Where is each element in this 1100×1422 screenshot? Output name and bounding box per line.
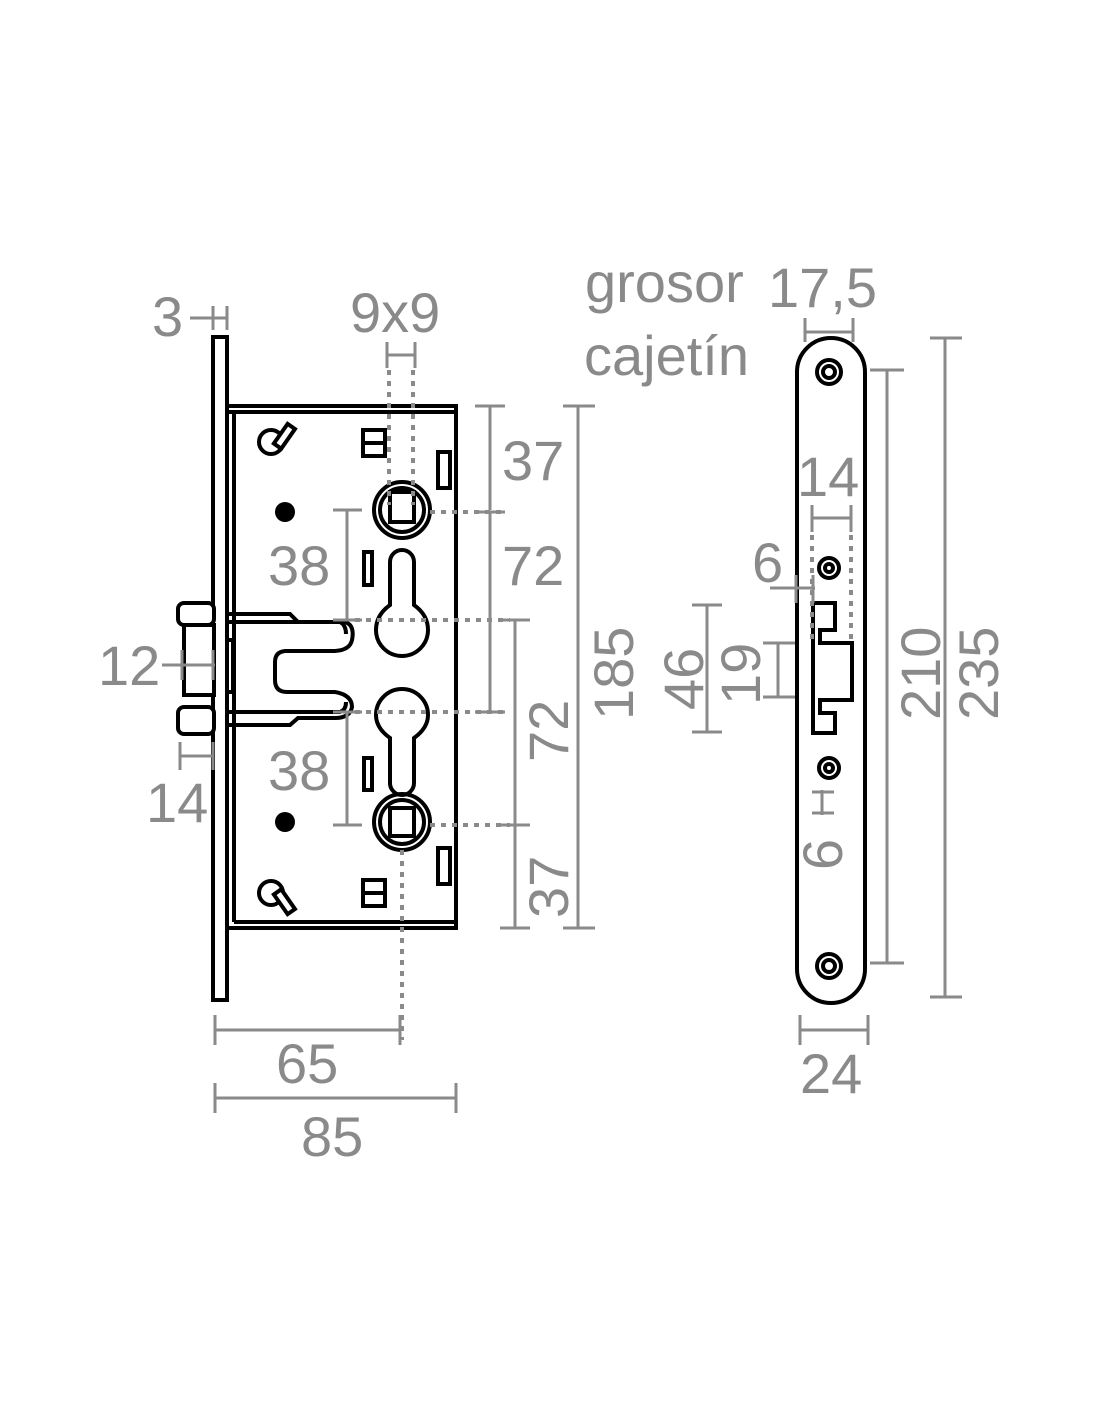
dim-46: 46	[652, 603, 722, 734]
svg-text:235: 235	[947, 627, 1010, 720]
faceplate	[795, 336, 867, 1005]
keyhole-top	[373, 548, 431, 658]
dim-37-bottom: 37	[500, 825, 580, 930]
euro-cylinder-hole	[373, 687, 431, 797]
dim-85: 85	[213, 1083, 458, 1168]
dim-235: 235	[930, 336, 1010, 999]
svg-text:9x9: 9x9	[350, 281, 440, 344]
svg-text:37: 37	[517, 856, 580, 918]
dim-38-lower: 38	[268, 710, 362, 827]
dim-spindle: 9x9	[350, 281, 440, 505]
svg-text:14: 14	[146, 771, 208, 834]
dim-37-top: 37	[475, 404, 564, 510]
dim-185: 185	[563, 404, 645, 930]
lock-case	[225, 404, 458, 930]
dim-6-bottom: 6	[791, 790, 854, 870]
svg-text:37: 37	[502, 429, 564, 492]
svg-text:12: 12	[98, 634, 160, 697]
svg-text:6: 6	[752, 531, 783, 594]
latch-opening	[811, 601, 854, 735]
svg-text:14: 14	[797, 445, 859, 508]
square-mark-top	[361, 428, 387, 458]
cam-top	[257, 421, 298, 456]
dim-14: 14	[797, 445, 859, 532]
dim-72-upper: 72	[475, 510, 564, 714]
svg-text:19: 19	[709, 643, 772, 705]
dim-24: 24	[798, 1015, 870, 1105]
svg-text:17,5: 17,5	[768, 256, 877, 319]
dim-6-top: 6	[752, 531, 815, 603]
lock-body-view: 3 9x9 37 72 185 72 37	[98, 281, 645, 1168]
svg-text:185: 185	[582, 627, 645, 720]
screw-hole-upper	[817, 556, 841, 580]
screw-hole-top	[815, 358, 843, 386]
square-mark-bottom	[361, 878, 387, 908]
cam-bottom	[257, 879, 298, 917]
dim-latch-12: 12	[98, 634, 215, 697]
latch-bolt	[176, 601, 355, 736]
dim-19: 19	[709, 641, 795, 705]
svg-text:65: 65	[276, 1032, 338, 1095]
svg-text:46: 46	[652, 648, 715, 710]
screw-hole-bottom	[815, 952, 843, 980]
dim-38-upper: 38	[268, 508, 362, 622]
svg-text:6: 6	[791, 839, 854, 870]
dim-65: 65	[213, 1015, 402, 1095]
spindle-bottom	[372, 792, 432, 852]
svg-text:38: 38	[268, 739, 330, 802]
svg-text:210: 210	[889, 627, 952, 720]
svg-text:grosor: grosor	[585, 251, 744, 314]
dim-latch-14: 14	[146, 742, 215, 834]
dim-17-5: 17,5	[768, 256, 877, 342]
svg-text:72: 72	[502, 534, 564, 597]
svg-text:cajetín: cajetín	[584, 324, 749, 387]
svg-text:38: 38	[268, 534, 330, 597]
screw-icon	[275, 502, 295, 522]
svg-text:72: 72	[517, 700, 580, 762]
svg-text:85: 85	[301, 1105, 363, 1168]
dim-72-lower: 72	[500, 618, 580, 827]
svg-text:3: 3	[152, 285, 183, 348]
screw-hole-lower	[817, 756, 841, 780]
svg-text:24: 24	[800, 1042, 862, 1105]
dim-faceplate-thickness: 3	[152, 285, 229, 348]
dim-210: 210	[870, 368, 952, 965]
faceplate-view: grosor cajetín 17,5 14 6 46 19 6 210	[584, 251, 1010, 1105]
screw-icon	[275, 812, 295, 832]
spindle-top	[372, 480, 432, 540]
